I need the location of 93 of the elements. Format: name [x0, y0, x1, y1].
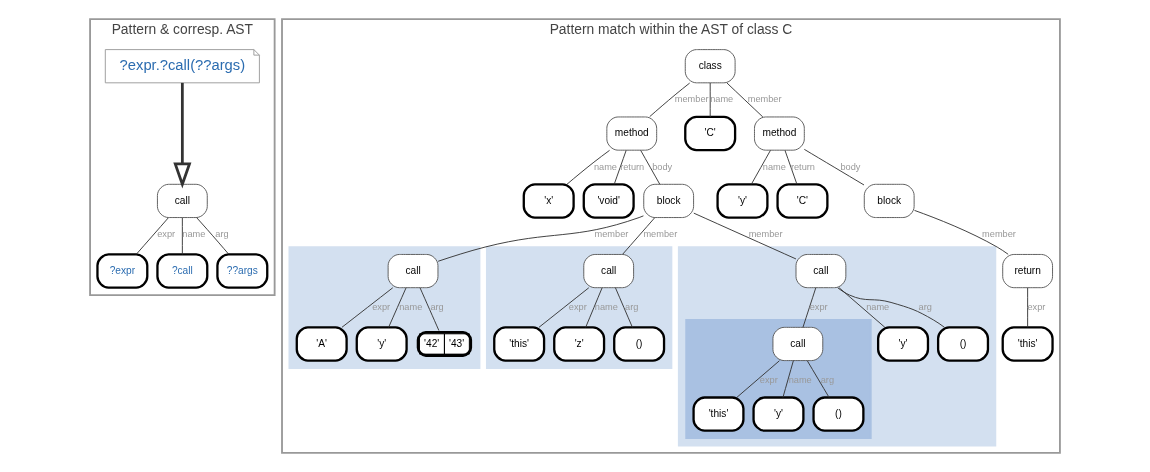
node-box: call [583, 254, 635, 289]
node-box: 'y' [355, 326, 408, 362]
edge-label: body [652, 161, 673, 172]
edge-label: name [762, 161, 786, 172]
cluster [677, 246, 997, 447]
edge-label: name [182, 228, 206, 239]
node-box: call [772, 326, 824, 362]
connector [538, 287, 590, 328]
node-box: ?expr [96, 253, 149, 289]
node-box: 'A' [295, 326, 348, 362]
node-box: () [613, 326, 666, 362]
connector [135, 217, 169, 255]
edge-label: arg [430, 301, 444, 312]
edge-label: expr [759, 374, 778, 385]
node-box: class [684, 49, 736, 84]
node-box: () [812, 396, 865, 432]
connector [693, 212, 797, 260]
node-box: () [936, 326, 990, 362]
node-box: method [606, 116, 658, 151]
node-box: 'x' [522, 183, 575, 219]
connector [341, 287, 394, 328]
node-box: 'y' [752, 396, 805, 432]
node-box: ?call [156, 253, 209, 289]
edge-label: name [593, 161, 617, 172]
connector [566, 149, 611, 185]
node-box: call [795, 254, 847, 289]
arrow [173, 82, 192, 189]
node-box: 'this' [493, 326, 546, 362]
connector [837, 287, 945, 328]
node-box: 'void' [582, 183, 635, 219]
edge-label: name [399, 301, 423, 312]
node-box: 'this' [1001, 326, 1054, 362]
edge-label: member [748, 228, 783, 239]
node-box: call [157, 183, 208, 218]
node-box: method [754, 116, 805, 151]
connector [437, 215, 644, 262]
edge-label: name [710, 94, 734, 105]
connector [750, 149, 771, 185]
edge-label: member [982, 228, 1016, 239]
cluster [685, 319, 872, 439]
edge-label: arg [215, 228, 229, 239]
connector [736, 360, 780, 398]
connector [649, 82, 691, 118]
connector [181, 217, 183, 255]
connector [622, 217, 656, 255]
edge-label: expr [568, 301, 587, 312]
edge-label: member [747, 94, 782, 105]
node-box: 'this' [692, 396, 745, 432]
edge-label: return [790, 161, 815, 172]
edge-label: member [674, 94, 709, 105]
edge-label: body [840, 161, 861, 172]
connector [388, 287, 407, 328]
connector [419, 287, 440, 332]
edge-label: return [620, 161, 645, 172]
edge-label: arg [625, 301, 639, 312]
connector [914, 209, 1009, 255]
connector [640, 149, 661, 185]
edge-label: arg [820, 374, 835, 385]
node-box: 'C' [684, 115, 737, 152]
edge-label: member [643, 228, 678, 239]
node-box: 'z' [553, 326, 606, 362]
connector [838, 287, 886, 328]
connector [196, 217, 230, 255]
node-box: block [643, 183, 695, 218]
edge-label: arg [918, 301, 932, 312]
edge-label: expr [809, 301, 828, 312]
node-box: 'y' [716, 183, 769, 219]
cluster [288, 246, 481, 369]
connector [585, 287, 603, 328]
edge-label: member [594, 228, 629, 239]
cluster [485, 246, 673, 369]
node-box: ??args [216, 253, 269, 289]
connector [1027, 287, 1029, 328]
node-box: return [1002, 254, 1053, 289]
edge-label: expr [157, 228, 176, 239]
connector [726, 82, 764, 118]
node-box: 'C' [776, 183, 829, 219]
node-box: block [863, 183, 915, 218]
connector [613, 149, 627, 185]
connector [784, 149, 798, 185]
edge-label: expr [1027, 301, 1046, 312]
connector [782, 360, 794, 398]
edge-label: name [866, 301, 890, 312]
connector [615, 287, 633, 328]
node-box: 'y' [877, 326, 930, 362]
edge-label: name [594, 301, 618, 312]
connector [806, 360, 830, 398]
connector [709, 82, 711, 118]
node-box: call [387, 254, 439, 289]
connector [803, 148, 865, 186]
edge-label: expr [372, 301, 391, 312]
connector [802, 287, 817, 328]
edge-label: name [788, 374, 812, 385]
